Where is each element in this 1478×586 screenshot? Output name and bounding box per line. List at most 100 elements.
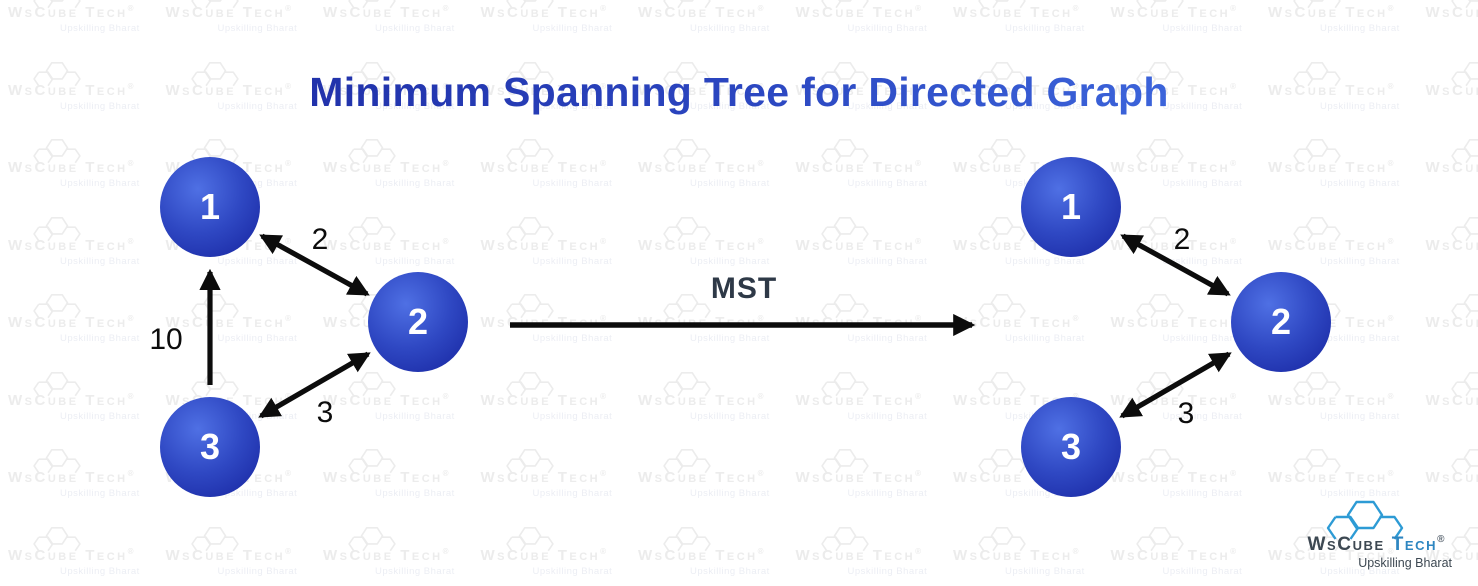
node-left-3: 3	[160, 397, 260, 497]
watermark-tagline: Upskilling Bharat	[60, 255, 140, 267]
node-right-1: 1	[1021, 157, 1121, 257]
edge-weight-left-1-2: 2	[311, 223, 329, 256]
watermark-tagline: Upskilling Bharat	[532, 23, 613, 34]
watermark-tile: WsCube Tech®Upskilling Bharat	[481, 371, 612, 422]
watermark-tagline: Upskilling Bharat	[532, 488, 613, 499]
edge-weight-left-3-2: 3	[316, 396, 334, 429]
watermark-brand: WsCube Tech®	[8, 314, 134, 331]
watermark-tile: WsCube Tech®Upskilling Bharat	[796, 0, 928, 34]
watermark-brand: WsCube Tech®	[795, 236, 922, 254]
watermark-tile: WsCube Tech® Upskilling Bharat	[1110, 293, 1243, 344]
node-label: 2	[1270, 301, 1292, 342]
watermark-brand: WsCube Tech®	[165, 4, 292, 21]
watermark-tagline: Upskilling Bharat	[690, 255, 770, 267]
watermark-tagline: Upskilling Bharat	[1005, 23, 1085, 34]
watermark-tile: WsCube Tech® Upskilling Bharat	[1268, 448, 1400, 499]
node-label: 1	[199, 186, 221, 227]
registered-mark: ®	[1437, 534, 1445, 545]
watermark-tagline: Upskilling Bharat	[1320, 23, 1400, 34]
watermark-brand: WsCube Tech®	[480, 159, 607, 176]
watermark-brand: WsCube Tech®	[795, 314, 922, 331]
watermark-tile: WsCube Tech®Upskilling Bharat	[638, 0, 769, 34]
watermark-tagline: Upskilling Bharat	[532, 255, 613, 267]
watermark-tagline: Upskilling Bharat	[1162, 565, 1243, 577]
node-left-1: 1	[160, 157, 260, 257]
watermark-tile: WsCube Tech® Upskilling Bharat	[1268, 0, 1400, 34]
watermark-tile: WsCube Tech®Upskilling Bharat	[796, 371, 927, 422]
edge-weight-left-3-1: 10	[149, 323, 183, 356]
watermark-tile: WsCube Tech® Upskilling Bharat	[480, 448, 613, 499]
watermark-tile: WsCube Tech®Upskilling Bharat	[1111, 138, 1242, 189]
node-right-3: 3	[1021, 397, 1121, 497]
watermark-tile: WsCube Tech®Upskilling Bharat	[8, 526, 139, 577]
watermark-tagline: Upskilling Bharat	[1320, 333, 1400, 344]
watermark-brand: WsCube Tech®	[638, 236, 764, 254]
watermark-tile: WsCube Tech®Upskilling Bharat	[165, 526, 297, 577]
edge-weight-right-3-2: 3	[1177, 397, 1195, 430]
watermark-tile: WsCube Tech®Upskilling Bharat	[323, 0, 455, 34]
watermark-brand: WsCube Tech®	[638, 391, 764, 409]
watermark-tagline: Upskilling Bharat	[532, 333, 613, 344]
watermark-tagline: Upskilling Bharat	[1162, 255, 1243, 267]
watermark-tile: WsCube Tech®Upskilling Bharat	[323, 526, 454, 577]
watermark-tagline: Upskilling Bharat	[1320, 410, 1400, 422]
watermark-tagline: Upskilling Bharat	[60, 178, 140, 189]
watermark-brand: WsCube Tech®	[8, 4, 134, 21]
watermark-brand: WsCube Tech®	[1268, 469, 1394, 486]
watermark-brand: WsCube Tech®	[1268, 159, 1394, 176]
watermark-tagline: Upskilling Bharat	[375, 23, 455, 34]
watermark-tile: WsCube Tech®Upskilling Bharat	[8, 216, 140, 267]
watermark-tagline: Upskilling Bharat	[1320, 178, 1400, 189]
watermark-tagline: Upskilling Bharat	[60, 410, 140, 422]
watermark-tile: WsCube Tech®Upskilling Bharat	[796, 448, 927, 499]
watermark-brand: WsCube Tech®	[638, 4, 764, 21]
watermark-tagline: Upskilling Bharat	[1162, 488, 1243, 499]
watermark-tile: WsCube Tech®Upskilling Bharat	[796, 526, 927, 577]
hexagons-icon	[1326, 500, 1404, 540]
watermark-tagline: Upskilling Bharat	[1162, 333, 1243, 344]
watermark-tile: WsCube Tech®Upskilling Bharat	[1426, 0, 1478, 34]
watermark-tagline: Upskilling Bharat	[1005, 565, 1085, 577]
node-label: 2	[407, 301, 429, 342]
watermark-tagline: Upskilling Bharat	[532, 178, 613, 189]
node-label: 3	[1060, 426, 1082, 467]
watermark-tagline: Upskilling Bharat	[1005, 333, 1085, 344]
watermark-tile: WsCube Tech®Upskilling Bharat	[795, 216, 927, 267]
watermark-brand: WsCube Tech®	[1268, 236, 1394, 254]
watermark-brand: WsCube Tech®	[165, 546, 292, 564]
watermark-brand: WsCube Tech®	[795, 159, 922, 176]
node-label: 1	[1060, 186, 1082, 227]
watermark-brand: WsCube Tech®	[1110, 546, 1237, 564]
watermark-tile: WsCube Tech®Upskilling Bharat	[1111, 448, 1243, 499]
watermark-brand: WsCube Tech®	[1268, 4, 1394, 21]
watermark-tile: WsCube Tech®Upskilling Bharat	[953, 293, 1085, 344]
watermark-tile: WsCube Tech®Upskilling Bharat	[1426, 448, 1478, 499]
watermark-tagline: Upskilling Bharat	[690, 333, 770, 344]
watermark-tagline: Upskilling Bharat	[690, 488, 770, 499]
watermark-tile: WsCube Tech®Upskilling Bharat	[953, 0, 1085, 34]
watermark-tile: WsCube Tech®Upskilling Bharat	[1110, 526, 1243, 577]
page-title: Minimum Spanning Tree for Directed Graph	[0, 69, 1478, 116]
watermark-tile: WsCube Tech®Upskilling Bharat	[8, 371, 140, 422]
watermark-tile: WsCube Tech®Upskilling Bharat	[323, 448, 454, 499]
node-left-2: 2	[368, 272, 468, 372]
watermark-tile: WsCube Tech®Upskilling Bharat	[953, 526, 1085, 577]
watermark-brand: WsCube Tech®	[323, 236, 449, 254]
watermark-tagline: Upskilling Bharat	[375, 255, 455, 267]
watermark-brand: WsCube Tech®	[1110, 314, 1237, 331]
watermark-brand: WsCube Tech®	[1425, 391, 1478, 409]
watermark-brand: WsCube Tech®	[1110, 391, 1237, 409]
watermark-tagline: Upskilling Bharat	[1320, 488, 1400, 499]
watermark-tile: WsCube Tech®Upskilling Bharat	[1268, 216, 1399, 267]
watermark-brand: WsCube Tech®	[323, 546, 449, 564]
watermark-tile: WsCube Tech®Upskilling Bharat	[638, 138, 769, 189]
watermark-brand: WsCube Tech®	[8, 469, 134, 486]
watermark-tagline: Upskilling Bharat	[60, 488, 140, 499]
watermark-tagline: Upskilling Bharat	[847, 23, 928, 34]
watermark-brand: WsCube Tech®	[165, 314, 292, 331]
watermark-brand: WsCube Tech®	[480, 469, 607, 486]
watermark-brand: WsCube Tech®	[1425, 469, 1478, 486]
watermark-tagline: Upskilling Bharat	[1162, 410, 1243, 422]
node-label: 3	[199, 426, 221, 467]
